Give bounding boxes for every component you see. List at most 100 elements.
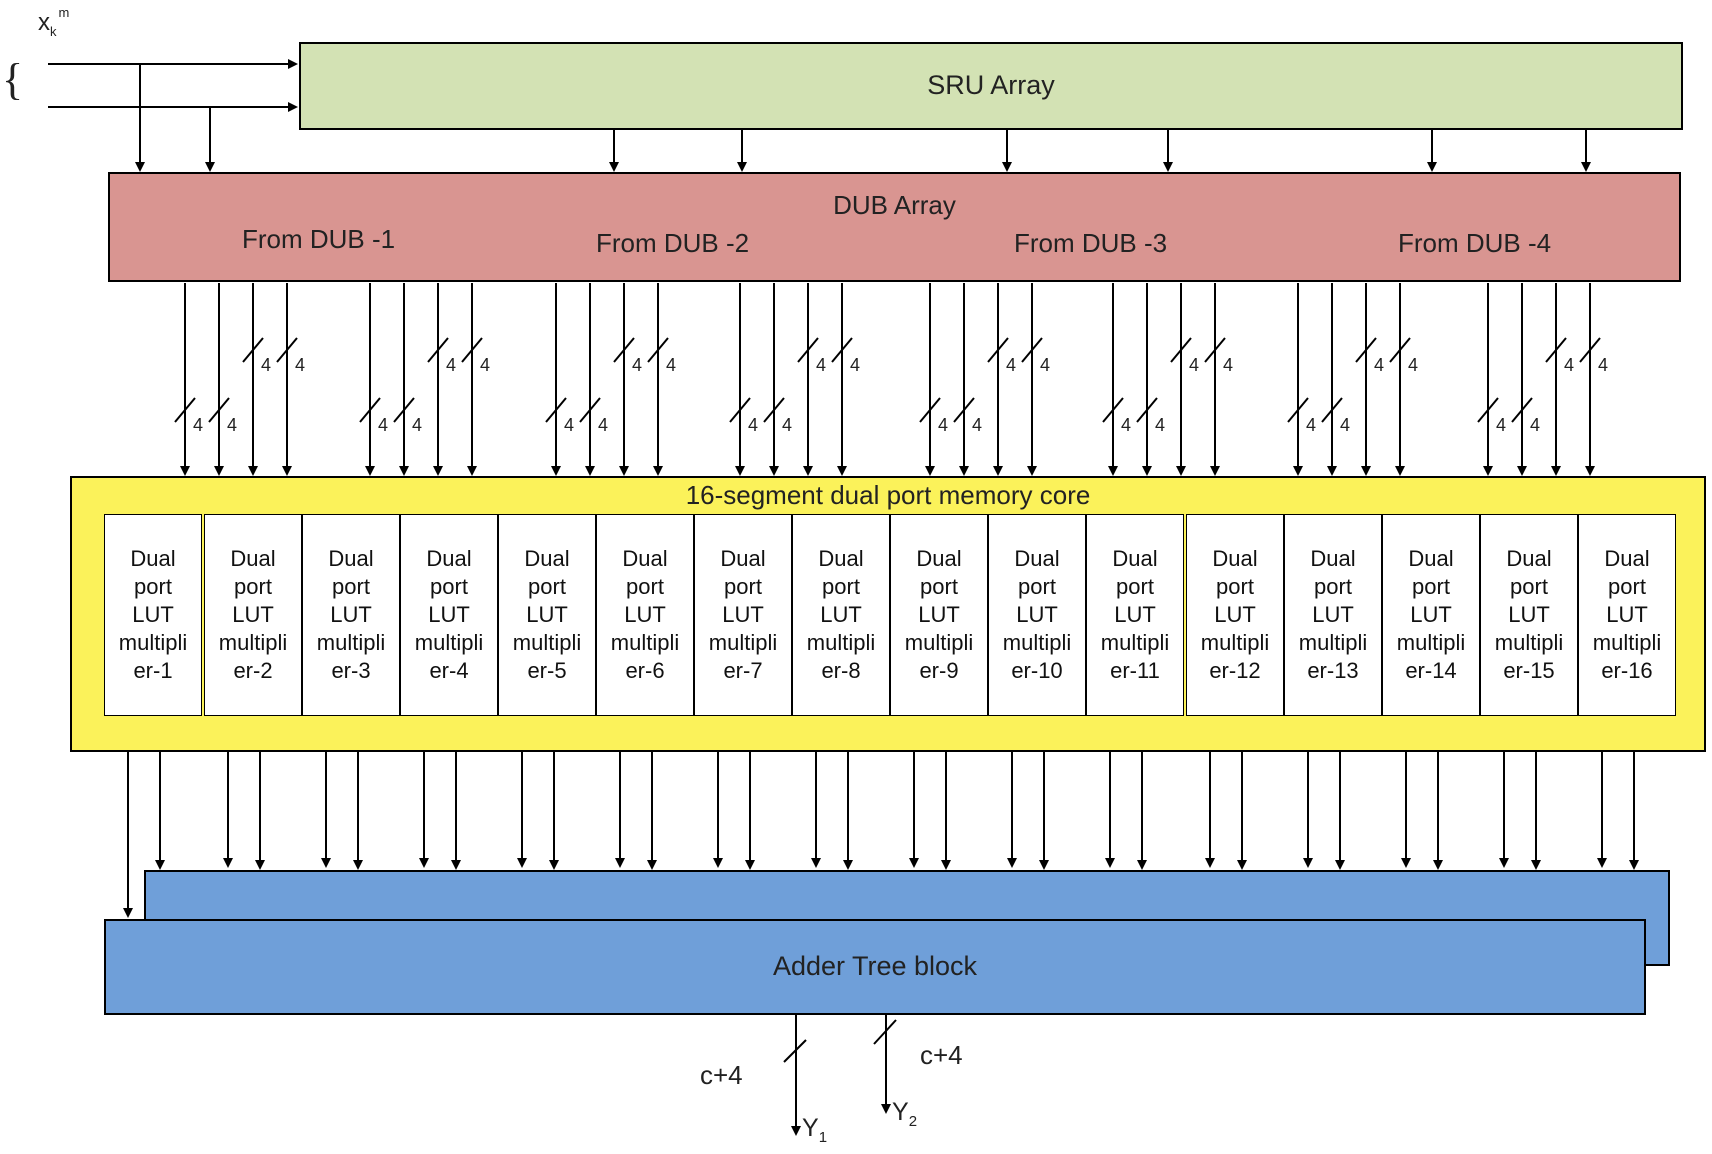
lut-multiplier-label-16: Dual port LUT multipli er-16	[1592, 546, 1662, 683]
bus-width-label-15: 4	[816, 355, 827, 375]
output-base-y1: Y	[802, 1114, 819, 1142]
lut-multiplier-label-7: Dual port LUT multipli er-7	[708, 546, 778, 683]
bus-width-slash-31	[1545, 337, 1567, 363]
bus-width-slash-9	[545, 397, 567, 423]
output-label-y1: Y1	[802, 1114, 828, 1146]
bus-width-label-24: 4	[1223, 355, 1234, 375]
bus-width-label-11: 4	[632, 355, 643, 375]
bus-width-slash-6	[393, 397, 415, 423]
lut-multiplier-cell-5: Dual port LUT multipli er-5	[498, 514, 596, 716]
bus-width-label-31: 4	[1564, 355, 1575, 375]
lut-multiplier-cell-9: Dual port LUT multipli er-9	[890, 514, 988, 716]
bus-width-label-26: 4	[1340, 415, 1351, 435]
dub-array-label: DUB Array	[833, 190, 956, 220]
output-slash-y2	[873, 1019, 897, 1045]
dub-group-label-2: From DUB -2	[596, 228, 750, 258]
bus-width-label-5: 4	[378, 415, 389, 435]
lut-multiplier-cell-10: Dual port LUT multipli er-10	[988, 514, 1086, 716]
lut-multiplier-label-3: Dual port LUT multipli er-3	[316, 546, 386, 683]
bus-width-label-29: 4	[1496, 415, 1507, 435]
bus-width-label-22: 4	[1155, 415, 1166, 435]
bus-width-slash-19	[987, 337, 1009, 363]
adder-tree-block: Adder Tree block	[104, 919, 1646, 1015]
bus-width-label-14: 4	[782, 415, 793, 435]
bus-width-label-7: 4	[446, 355, 457, 375]
bus-width-label-10: 4	[598, 415, 609, 435]
dub-group-label-3: From DUB -3	[1014, 228, 1168, 258]
bus-width-label-19: 4	[1006, 355, 1017, 375]
bus-width-slash-11	[613, 337, 635, 363]
bus-width-slash-30	[1511, 397, 1533, 423]
output-base-y2: Y	[892, 1098, 909, 1126]
input-brace: {	[2, 55, 24, 104]
bus-width-label-18: 4	[972, 415, 983, 435]
bus-width-slash-8	[461, 337, 483, 363]
bus-width-label-16: 4	[850, 355, 861, 375]
lut-multiplier-cell-15: Dual port LUT multipli er-15	[1480, 514, 1578, 716]
lut-multiplier-cell-13: Dual port LUT multipli er-13	[1284, 514, 1382, 716]
bus-width-slash-21	[1102, 397, 1124, 423]
lut-multiplier-label-6: Dual port LUT multipli er-6	[610, 546, 680, 683]
bus-width-label-2: 4	[227, 415, 238, 435]
lut-multiplier-label-11: Dual port LUT multipli er-11	[1100, 546, 1170, 683]
bus-width-slash-27	[1355, 337, 1377, 363]
bus-width-label-3: 4	[261, 355, 272, 375]
bus-width-slash-26	[1321, 397, 1343, 423]
bus-width-slash-24	[1204, 337, 1226, 363]
bus-width-label-30: 4	[1530, 415, 1541, 435]
bus-width-label-12: 4	[666, 355, 677, 375]
output-sub-y1: 1	[818, 1129, 828, 1146]
lut-multiplier-label-10: Dual port LUT multipli er-10	[1002, 546, 1072, 683]
lut-multiplier-cell-8: Dual port LUT multipli er-8	[792, 514, 890, 716]
lut-multiplier-cell-2: Dual port LUT multipli er-2	[204, 514, 302, 716]
bus-width-label-17: 4	[938, 415, 949, 435]
bus-width-label-27: 4	[1374, 355, 1385, 375]
lut-multiplier-cell-12: Dual port LUT multipli er-12	[1186, 514, 1284, 716]
bus-width-label-6: 4	[412, 415, 423, 435]
bus-width-slash-3	[242, 337, 264, 363]
input-sup: m	[58, 5, 70, 20]
input-base: x	[38, 9, 50, 36]
sru-array-block: SRU Array	[299, 42, 1683, 130]
input-sub: k	[50, 23, 57, 39]
bus-width-slash-17	[919, 397, 941, 423]
lut-multiplier-label-12: Dual port LUT multipli er-12	[1200, 546, 1270, 683]
bus-width-slash-1	[174, 397, 196, 423]
bus-width-slash-28	[1389, 337, 1411, 363]
lut-multiplier-cell-11: Dual port LUT multipli er-11	[1086, 514, 1184, 716]
bus-width-label-25: 4	[1306, 415, 1317, 435]
bus-width-label-32: 4	[1598, 355, 1609, 375]
lut-multiplier-cell-4: Dual port LUT multipli er-4	[400, 514, 498, 716]
bus-width-label-9: 4	[564, 415, 575, 435]
bus-width-label-20: 4	[1040, 355, 1051, 375]
bus-width-slash-18	[953, 397, 975, 423]
lut-multiplier-cell-14: Dual port LUT multipli er-14	[1382, 514, 1480, 716]
dub-array-block: DUB Array From DUB -1 From DUB -2 From D…	[108, 172, 1681, 282]
bus-width-label-21: 4	[1121, 415, 1132, 435]
lut-multiplier-label-4: Dual port LUT multipli er-4	[414, 546, 484, 683]
bus-width-slash-4	[276, 337, 298, 363]
bus-width-slash-7	[427, 337, 449, 363]
bus-width-slash-25	[1287, 397, 1309, 423]
bus-width-slash-10	[579, 397, 601, 423]
adder-tree-label: Adder Tree block	[772, 951, 978, 981]
bus-width-label-28: 4	[1408, 355, 1419, 375]
lut-multiplier-cell-1: Dual port LUT multipli er-1	[104, 514, 202, 716]
lut-multiplier-label-2: Dual port LUT multipli er-2	[218, 546, 288, 683]
lut-multiplier-label-13: Dual port LUT multipli er-13	[1298, 546, 1368, 683]
sru-array-label: SRU Array	[927, 70, 1055, 100]
bus-width-label-23: 4	[1189, 355, 1200, 375]
output-width-y2: c+4	[920, 1040, 963, 1070]
bus-width-slash-32	[1579, 337, 1601, 363]
lut-multiplier-label-8: Dual port LUT multipli er-8	[806, 546, 876, 683]
lut-multiplier-label-1: Dual port LUT multipli er-1	[118, 546, 188, 683]
dub-group-label-1: From DUB -1	[242, 224, 396, 254]
memory-core-title: 16-segment dual port memory core	[685, 480, 1091, 510]
bus-width-label-1: 4	[193, 415, 204, 435]
bus-width-slash-13	[729, 397, 751, 423]
output-label-y2: Y2	[892, 1098, 917, 1130]
lut-multiplier-label-5: Dual port LUT multipli er-5	[512, 546, 582, 683]
lut-multiplier-cell-3: Dual port LUT multipli er-3	[302, 514, 400, 716]
output-width-y1: c+4	[700, 1060, 743, 1090]
